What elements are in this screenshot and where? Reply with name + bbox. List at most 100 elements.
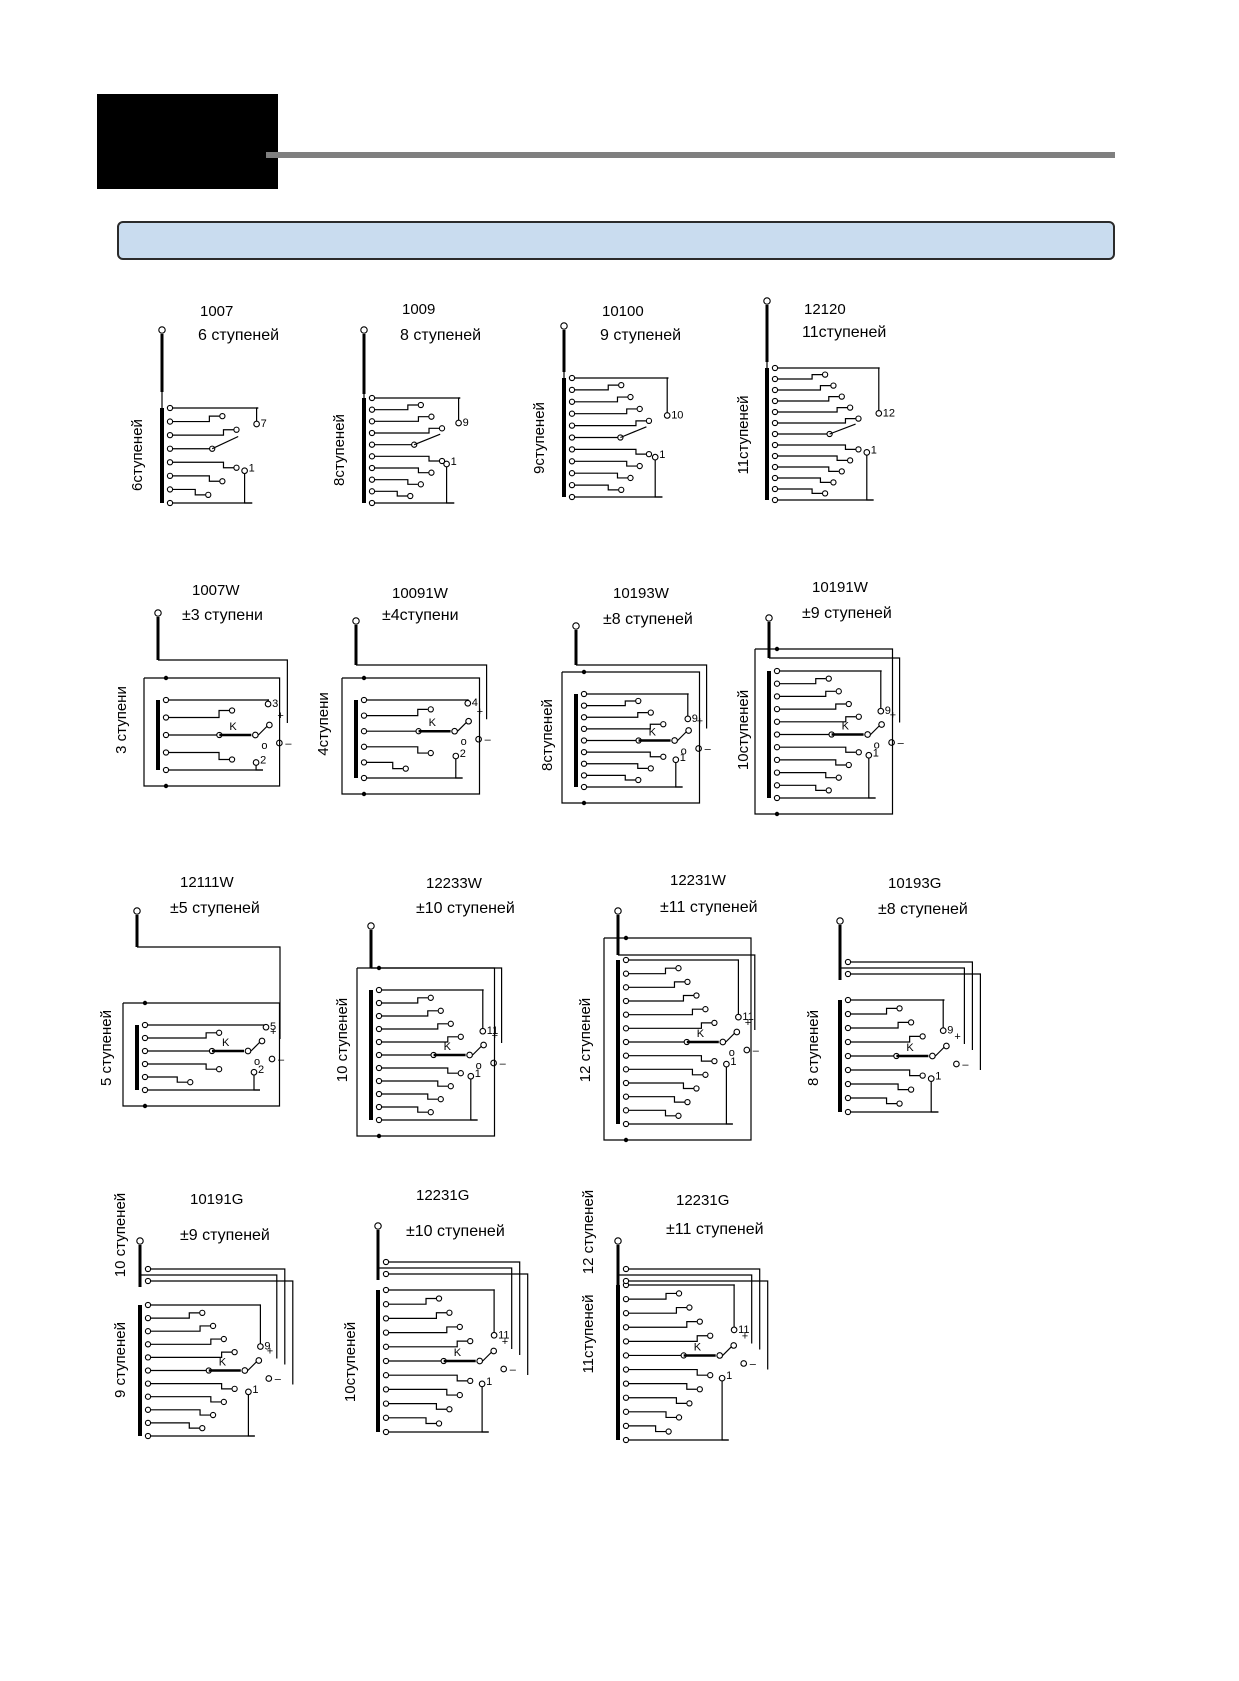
wire — [778, 374, 823, 380]
wire — [173, 488, 206, 496]
terminal — [480, 1041, 487, 1049]
terminal — [702, 1006, 709, 1013]
terminal — [622, 1436, 630, 1444]
tap-number-low: 1 — [935, 1071, 941, 1083]
minus-sign: – — [753, 1045, 760, 1057]
terminal — [711, 1019, 718, 1027]
wire — [382, 1106, 428, 1113]
terminal — [614, 1237, 622, 1245]
minus-sign: – — [500, 1058, 507, 1070]
steps-label: ±8 ступеней — [603, 611, 693, 628]
terminal — [144, 1380, 152, 1387]
terminal — [863, 449, 871, 456]
junction — [163, 675, 169, 681]
terminal — [568, 470, 576, 477]
wire — [778, 444, 856, 450]
wire — [629, 981, 685, 988]
terminal — [568, 386, 576, 394]
wire — [587, 774, 636, 781]
wire — [151, 1351, 232, 1359]
terminal — [844, 1052, 852, 1060]
side-label: 10 ступеней — [334, 998, 351, 1082]
tap-number-low: 1 — [451, 456, 457, 468]
terminal — [771, 452, 779, 460]
wire — [389, 1273, 529, 1375]
terminal — [580, 760, 588, 767]
minus-sign: – — [510, 1364, 517, 1376]
plus-sign: + — [277, 710, 283, 722]
terminal — [467, 1337, 474, 1345]
tap-number-low: 1 — [475, 1068, 481, 1080]
minus-sign: – — [750, 1358, 757, 1370]
terminal — [645, 451, 653, 458]
terminal — [844, 970, 852, 978]
wire — [389, 1340, 468, 1348]
terminal — [475, 735, 482, 743]
terminal — [651, 453, 659, 461]
terminal — [375, 986, 383, 994]
wire — [778, 407, 848, 413]
junction — [376, 1133, 382, 1139]
terminal — [763, 297, 771, 305]
terminal — [368, 464, 376, 472]
terminal — [771, 430, 779, 438]
junction — [361, 791, 367, 797]
wire — [367, 708, 428, 717]
model-label: 10191G — [190, 1191, 243, 1208]
wire — [148, 1076, 188, 1083]
junction — [623, 935, 629, 941]
terminal — [622, 1295, 630, 1303]
terminal — [825, 675, 832, 682]
terminal — [144, 1432, 152, 1440]
terminal — [437, 1007, 444, 1014]
terminal — [580, 702, 588, 709]
side-label: 12 ступеней — [577, 998, 594, 1082]
terminal — [686, 1304, 693, 1311]
terminal — [209, 445, 216, 452]
tap-number-high: 10 — [671, 409, 683, 421]
terminal — [360, 759, 368, 766]
terminal — [382, 1372, 390, 1379]
terminal — [622, 1107, 630, 1114]
junction — [376, 965, 382, 971]
zero-mark: o — [461, 736, 467, 748]
wire — [389, 1402, 447, 1410]
side-label: 9 ступеней — [112, 1322, 129, 1398]
terminal — [382, 1414, 390, 1421]
terminal — [907, 1019, 915, 1026]
tap-number-low: 1 — [871, 444, 877, 456]
terminal — [435, 1420, 443, 1427]
wire — [769, 657, 901, 723]
terminal — [835, 688, 842, 695]
wire — [778, 385, 831, 391]
steps-label: ±10 ступеней — [406, 1223, 505, 1240]
wire — [629, 994, 694, 1002]
wire — [148, 1063, 217, 1070]
terminal — [257, 1343, 264, 1350]
terminal — [568, 481, 576, 489]
wire — [618, 954, 756, 1030]
terminal — [618, 381, 625, 389]
terminal — [375, 999, 383, 1007]
terminal — [141, 1060, 149, 1068]
wire — [375, 455, 440, 462]
terminal — [258, 1037, 266, 1045]
terminal — [219, 478, 226, 485]
wire — [780, 703, 846, 710]
header-rule — [266, 152, 1115, 158]
steps-label: ±4ступени — [382, 607, 459, 624]
model-label: 1009 — [402, 301, 435, 318]
selector-k-label: K — [649, 727, 657, 739]
terminal — [878, 721, 885, 728]
wire — [482, 1351, 493, 1362]
wire — [629, 1321, 697, 1328]
wire — [482, 989, 484, 1035]
wire — [151, 1409, 211, 1416]
terminal — [144, 1341, 152, 1348]
terminal — [368, 476, 376, 483]
terminal — [456, 1391, 463, 1399]
